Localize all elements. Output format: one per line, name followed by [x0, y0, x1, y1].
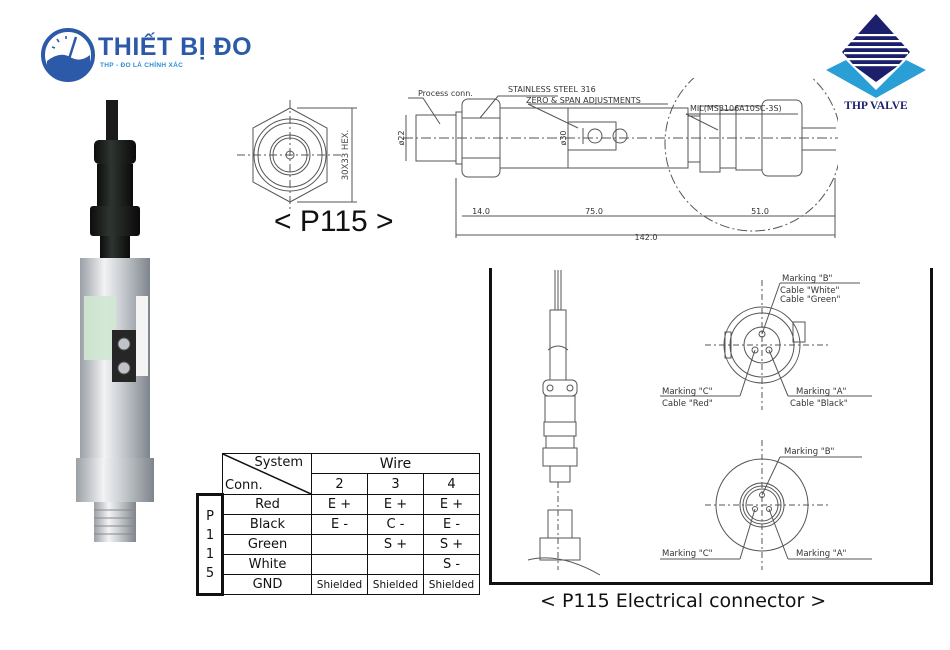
electrical-connector-caption: < P115 Electrical connector >: [540, 590, 827, 612]
table-row: White S -: [198, 554, 480, 575]
connector-top-view-drawing: Marking "B" Cable "White" Cable "Green" …: [660, 274, 872, 410]
process-conn-label: Process conn.: [418, 89, 473, 98]
svg-text:Marking "A": Marking "A": [796, 387, 847, 397]
dim-14: 14.0: [472, 207, 490, 216]
dim-75: 75.0: [585, 207, 603, 216]
brand-name: THIẾT BỊ ĐO: [98, 33, 253, 61]
svg-text:Marking "B": Marking "B": [782, 274, 833, 284]
dia30-label: ø30: [559, 130, 568, 145]
material-label: STAINLESS STEEL 316: [508, 85, 596, 94]
table-corner: System Conn.: [222, 453, 312, 495]
svg-text:Cable "Green": Cable "Green": [780, 295, 840, 305]
svg-text:Cable "Black": Cable "Black": [790, 399, 848, 409]
electrical-connector-panel: [489, 268, 933, 585]
gauge-icon: [41, 28, 95, 82]
thp-diamond-icon: [826, 14, 926, 98]
table-row: GND Shielded Shielded Shielded: [198, 574, 480, 595]
hex-size-label: 30X33 HEX.: [341, 130, 351, 180]
table-row: Green S + S +: [198, 534, 480, 555]
brand-tagline: THP - ĐO LÀ CHÍNH XÁC: [100, 62, 184, 69]
svg-text:Marking "A": Marking "A": [796, 549, 847, 559]
adjustments-label: ZERO & SPAN ADJUSTMENTS: [526, 96, 641, 105]
side-dimension-drawing: Process conn. STAINLESS STEEL 316 ZERO &…: [398, 78, 838, 242]
svg-text:Cable "White": Cable "White": [780, 286, 839, 296]
svg-text:Marking "C": Marking "C": [662, 387, 713, 397]
hex-front-view-drawing: 30X33 HEX.: [237, 100, 357, 212]
dia22-label: ø22: [398, 130, 406, 145]
svg-text:Cable "Red": Cable "Red": [662, 399, 713, 409]
connector-bottom-view-drawing: Marking "B" Marking "C" Marking "A": [660, 440, 872, 570]
connector-side-drawing: [527, 270, 601, 576]
pressure-transmitter-photo: [76, 100, 154, 542]
wire-header: Wire: [311, 452, 480, 475]
svg-text:Marking "B": Marking "B": [784, 447, 835, 457]
thp-valve-label: THP VALVE: [844, 100, 908, 112]
svg-text:Marking "C": Marking "C": [662, 549, 713, 559]
dimension-drawing-title: < P115 >: [274, 205, 394, 238]
dim-142: 142.0: [635, 233, 658, 242]
table-row: Black E - C - E -: [198, 514, 480, 535]
connector-model-label: MIL(MS3106A10SC-3S): [690, 104, 782, 113]
dim-51: 51.0: [751, 207, 769, 216]
